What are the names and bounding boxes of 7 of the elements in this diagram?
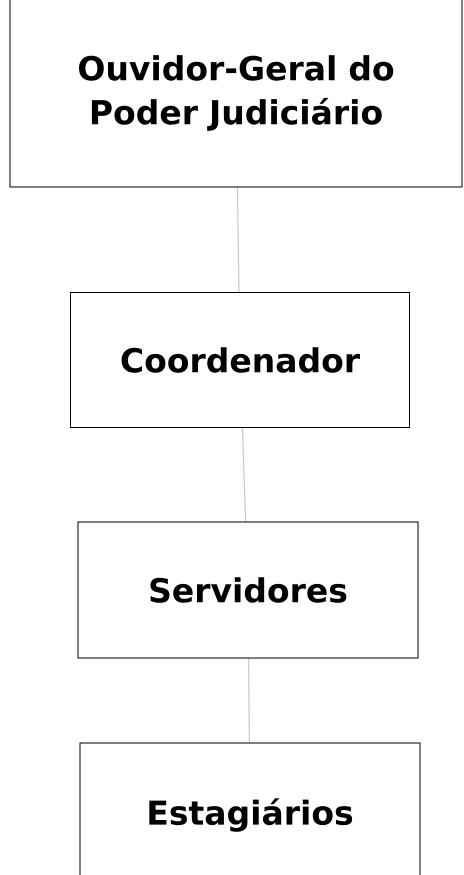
org-box: Servidores [78, 522, 418, 658]
connector-line [236, 188, 240, 292]
org-box: Coordenador [70, 292, 410, 428]
connector-line [248, 658, 250, 743]
org-box: Ouvidor-Geral do Poder Judiciário [10, 0, 462, 188]
org-box: Estagiários [80, 742, 420, 875]
connector-line [242, 428, 246, 522]
